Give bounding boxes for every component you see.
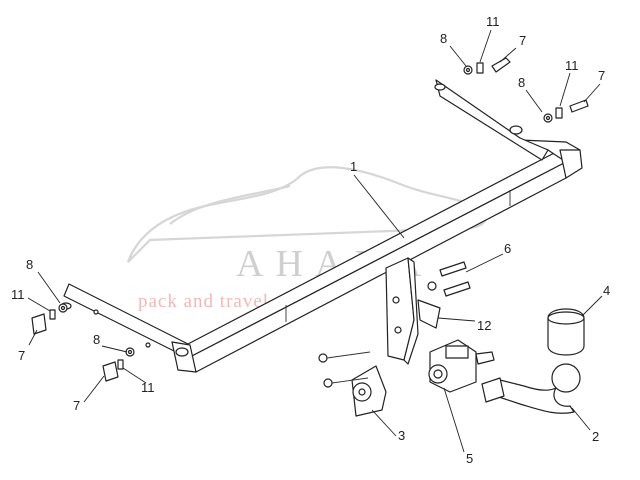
callout-8-top: 8 bbox=[440, 31, 447, 46]
electrical-socket bbox=[428, 339, 495, 393]
callout-7-left: 7 bbox=[18, 348, 25, 363]
callout-8-left: 8 bbox=[26, 257, 33, 272]
callout-4: 4 bbox=[603, 283, 610, 298]
watermark-tagline: pack and travel bbox=[138, 291, 269, 312]
callout-leaders bbox=[27, 29, 603, 453]
callout-8-right: 8 bbox=[518, 75, 525, 90]
callout-7-top: 7 bbox=[519, 33, 526, 48]
top-fasteners bbox=[463, 57, 589, 123]
callout-11-bottom: 11 bbox=[141, 380, 155, 395]
tow-bar-crossbeam bbox=[63, 79, 583, 373]
callout-11-right: 11 bbox=[565, 58, 579, 73]
callout-6: 6 bbox=[504, 241, 511, 256]
callout-7-bottom: 7 bbox=[73, 398, 80, 413]
callout-11-left: 11 bbox=[11, 287, 25, 302]
callout-labels: 1 2 3 4 5 6 7 7 7 7 8 8 8 8 11 11 11 11 … bbox=[11, 14, 610, 466]
ball-neck bbox=[495, 379, 575, 414]
ball-mount-bracket bbox=[385, 257, 419, 365]
mounting-hardware bbox=[60, 83, 523, 357]
watermark-car-window bbox=[169, 184, 291, 225]
callout-7-right: 7 bbox=[598, 68, 605, 83]
tow-ball bbox=[481, 308, 585, 414]
socket-plate bbox=[318, 351, 387, 417]
callout-2: 2 bbox=[592, 429, 599, 444]
bracket-fasteners bbox=[417, 261, 471, 329]
callout-3: 3 bbox=[398, 428, 405, 443]
callout-5: 5 bbox=[466, 451, 473, 466]
callout-1: 1 bbox=[350, 159, 357, 174]
callout-8-bottom: 8 bbox=[93, 332, 100, 347]
callout-12: 12 bbox=[477, 318, 491, 333]
callout-11-top: 11 bbox=[486, 14, 500, 29]
left-fasteners bbox=[31, 303, 135, 382]
